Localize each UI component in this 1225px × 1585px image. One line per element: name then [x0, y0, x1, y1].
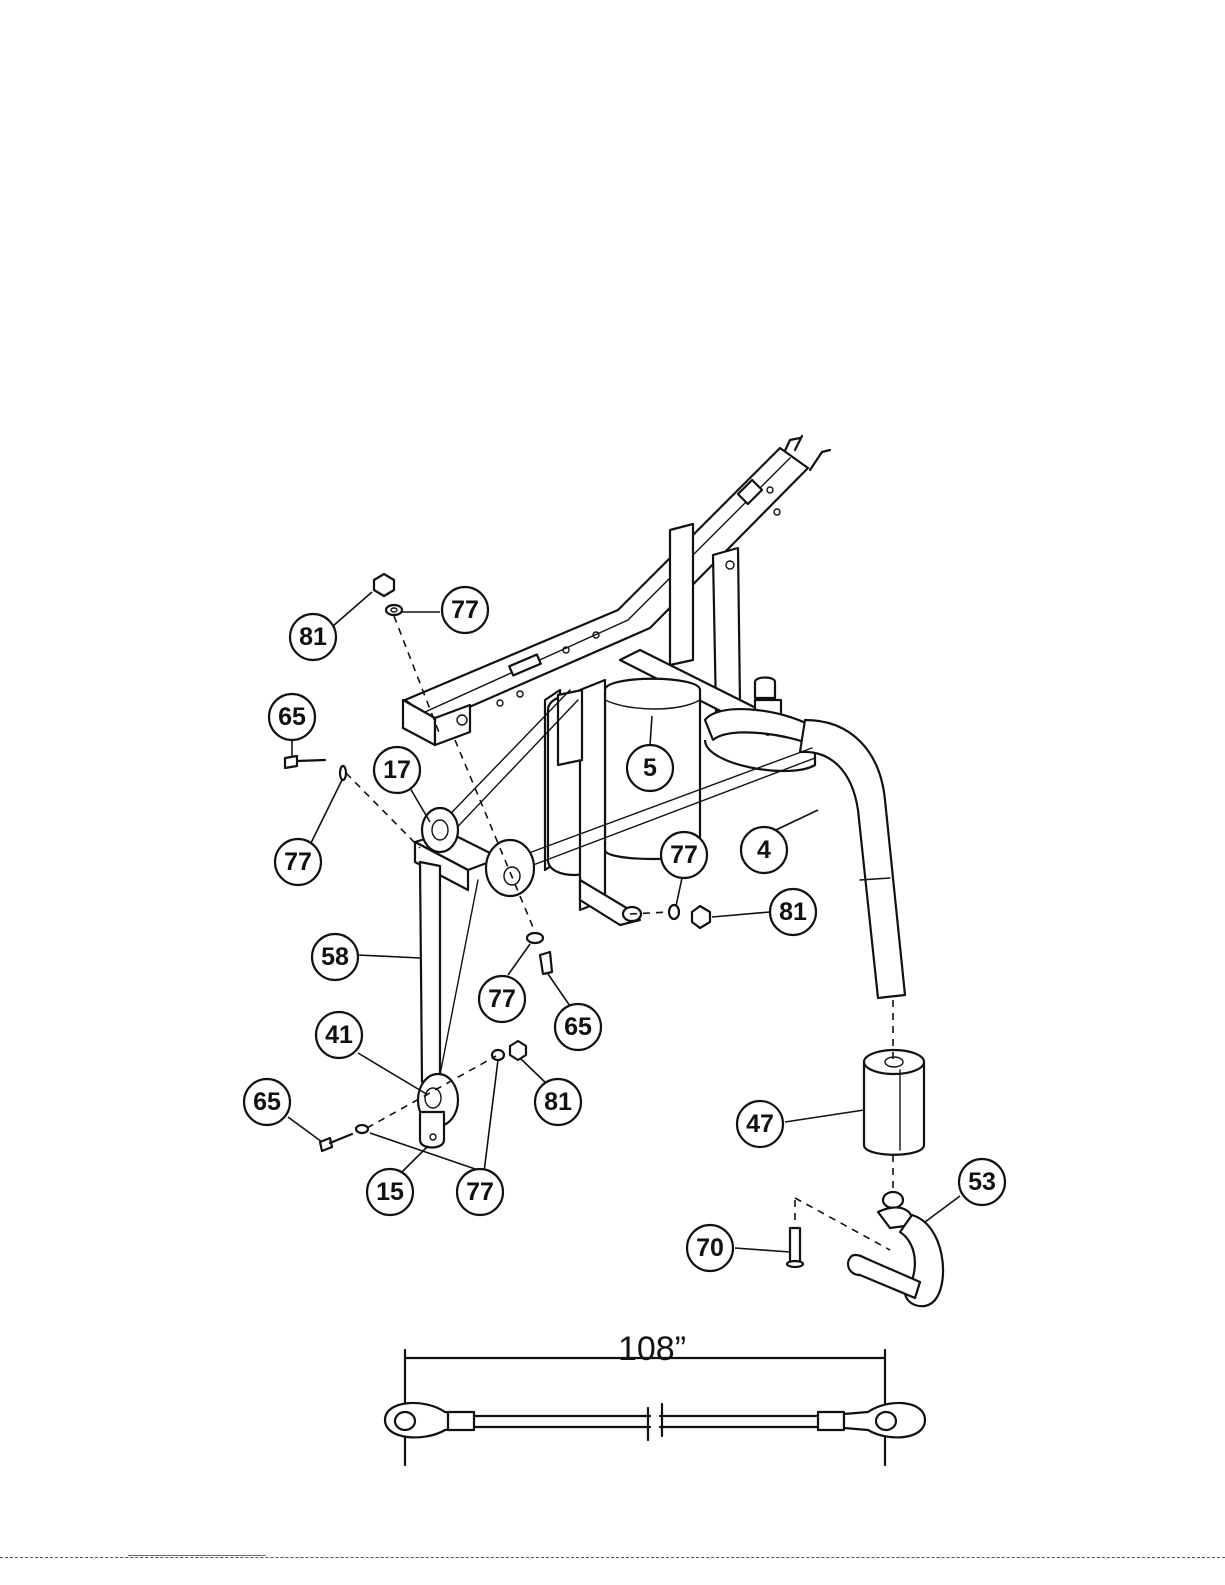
svg-text:77: 77 — [488, 985, 516, 1013]
part-callout-81-right: 81 — [770, 889, 816, 935]
cable-detail: 108” — [385, 1330, 925, 1465]
svg-text:77: 77 — [284, 848, 312, 876]
svg-text:77: 77 — [670, 841, 698, 869]
part-callout-70: 70 — [687, 1225, 733, 1271]
svg-text:15: 15 — [376, 1178, 404, 1206]
part-callout-81-lower: 81 — [535, 1079, 581, 1125]
svg-text:41: 41 — [325, 1021, 353, 1049]
svg-text:70: 70 — [696, 1234, 724, 1262]
svg-text:53: 53 — [968, 1168, 996, 1196]
svg-text:77: 77 — [466, 1178, 494, 1206]
svg-text:81: 81 — [544, 1088, 572, 1116]
page-footer-rule — [0, 1557, 1225, 1558]
part-callout-53: 53 — [959, 1159, 1005, 1205]
part-callout-5: 5 — [627, 745, 673, 791]
part-callout-77-right: 77 — [661, 832, 707, 878]
part-callout-41: 41 — [316, 1012, 362, 1058]
part-callout-77-left: 77 — [275, 839, 321, 885]
part-callout-77-top: 77 — [442, 587, 488, 633]
cable-break-mark — [648, 1404, 662, 1440]
part-callout-58: 58 — [312, 934, 358, 980]
svg-text:17: 17 — [383, 756, 411, 784]
part-callout-77-middle: 77 — [479, 976, 525, 1022]
part-callout-81-top: 81 — [290, 614, 336, 660]
svg-text:77: 77 — [451, 596, 479, 624]
part-callout-47: 47 — [737, 1101, 783, 1147]
svg-text:58: 58 — [321, 943, 349, 971]
part-callout-17: 17 — [374, 747, 420, 793]
svg-text:4: 4 — [757, 836, 771, 864]
svg-text:65: 65 — [564, 1013, 592, 1041]
svg-text:65: 65 — [253, 1088, 281, 1116]
cable-length-label: 108” — [618, 1330, 686, 1368]
part-callout-65-lower: 65 — [244, 1079, 290, 1125]
svg-text:65: 65 — [278, 703, 306, 731]
page-footer-link-rule — [128, 1555, 266, 1556]
svg-text:81: 81 — [299, 623, 327, 651]
svg-text:47: 47 — [746, 1110, 774, 1138]
svg-text:81: 81 — [779, 898, 807, 926]
part-callout-15: 15 — [367, 1169, 413, 1215]
part-callout-65-upper: 65 — [269, 694, 315, 740]
part-callout-65-middle: 65 — [555, 1004, 601, 1050]
cable-body-right — [660, 1416, 820, 1427]
cable-body-left — [474, 1416, 650, 1427]
svg-text:5: 5 — [643, 754, 657, 782]
part-callout-77-lower: 77 — [457, 1169, 503, 1215]
part-callout-4: 4 — [741, 827, 787, 873]
